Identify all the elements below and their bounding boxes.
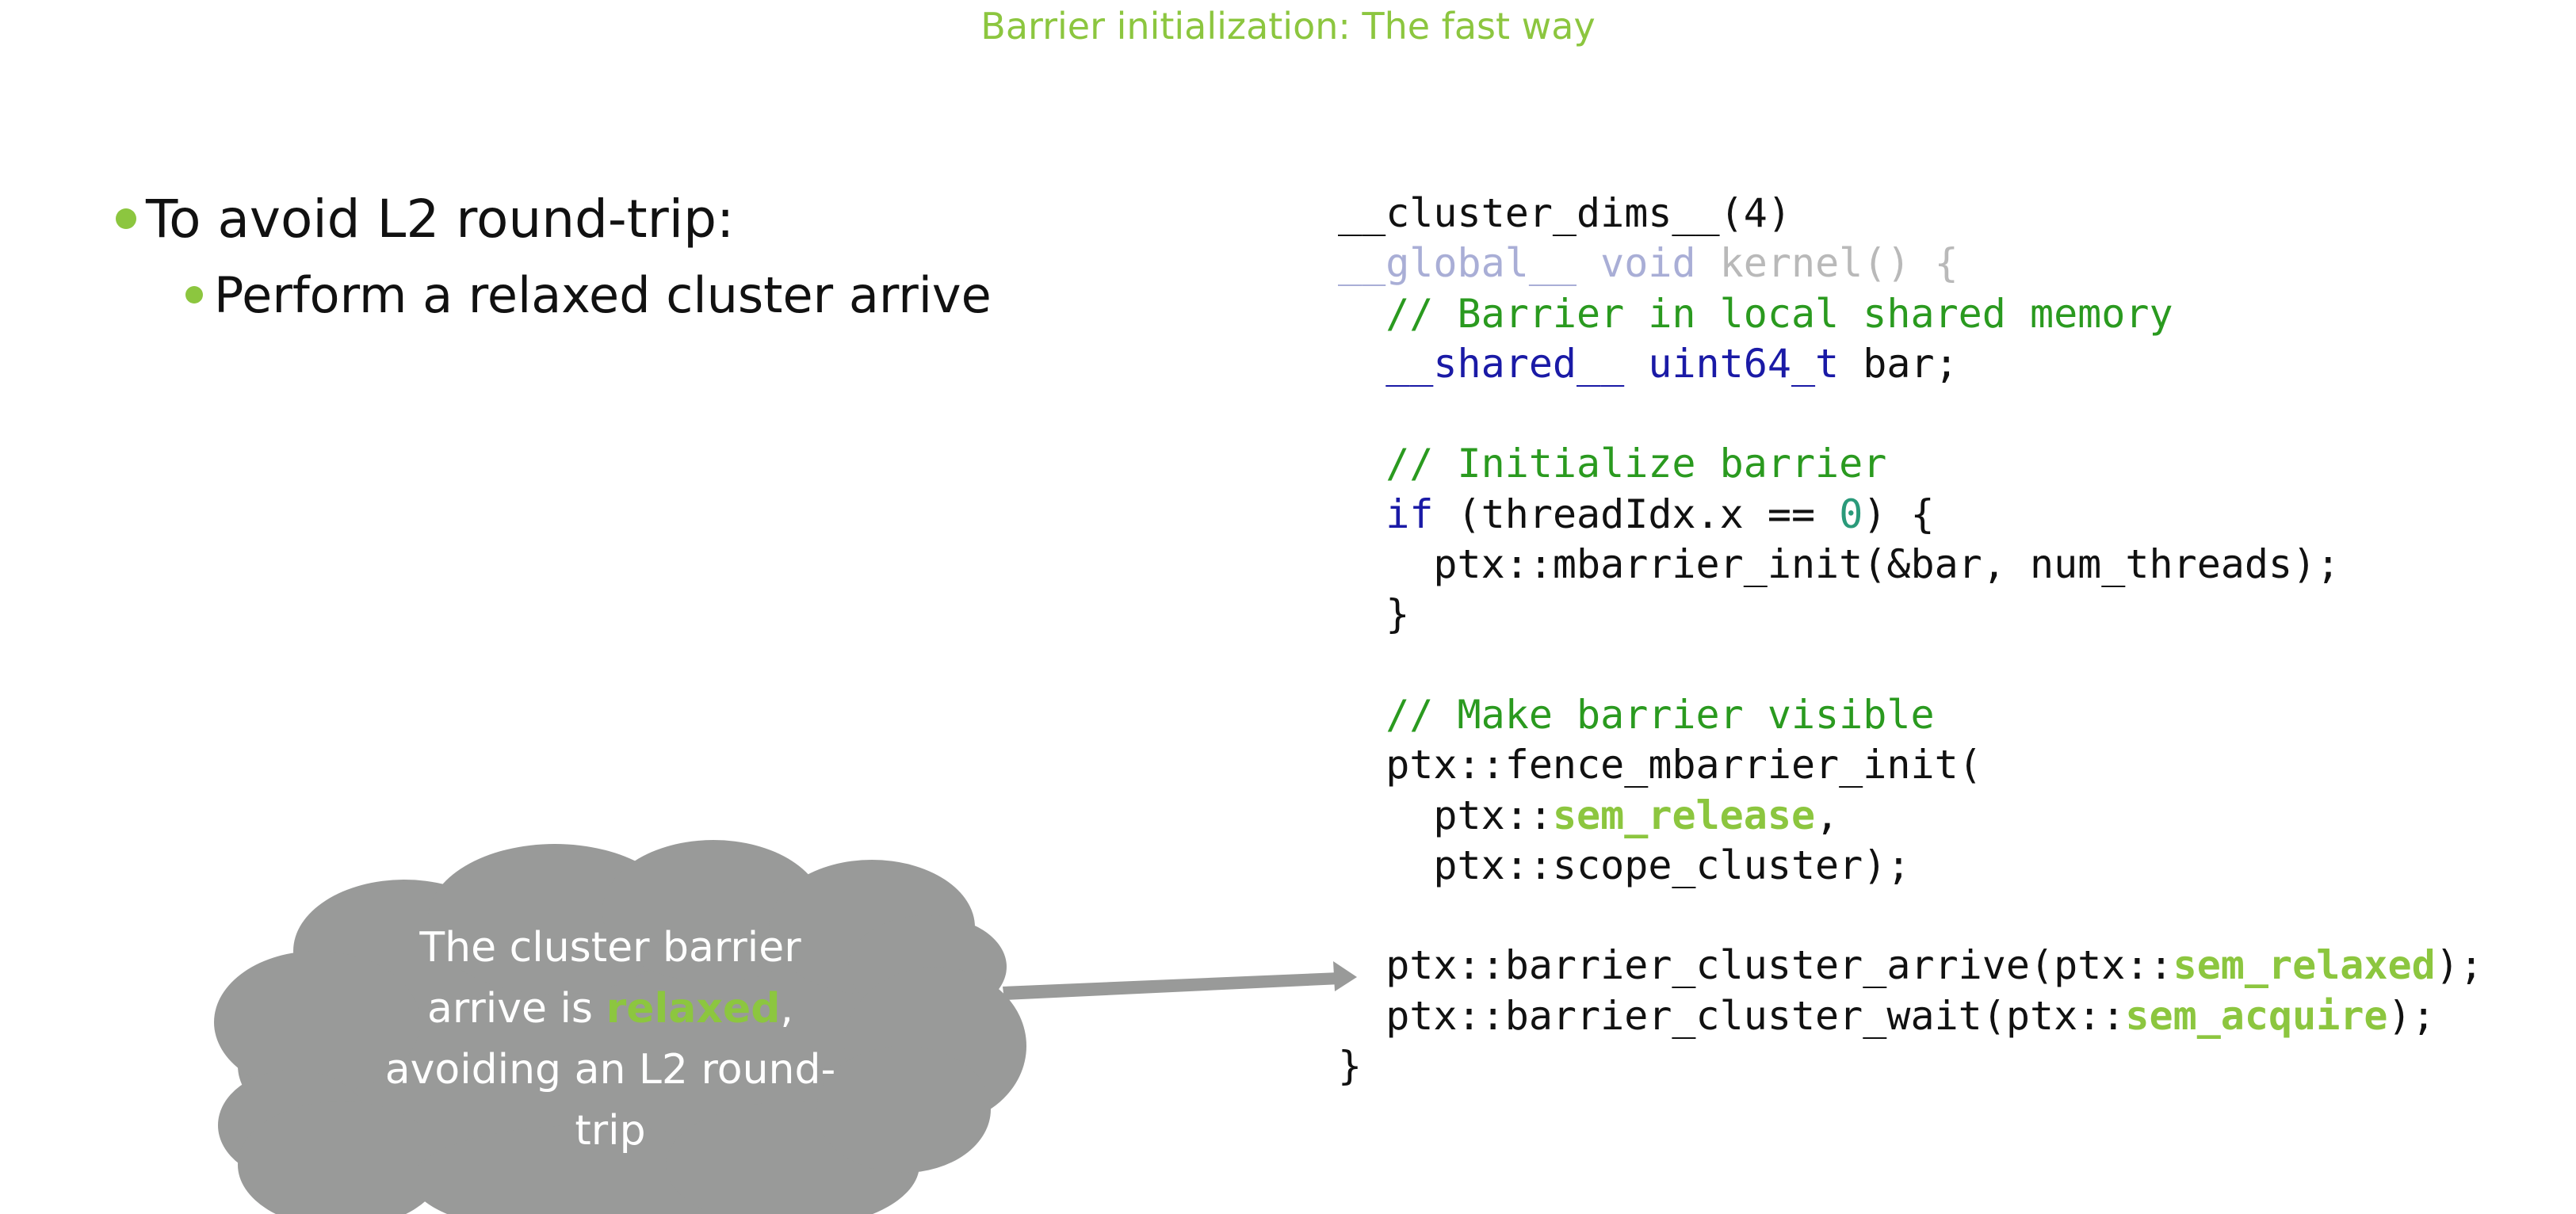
code-line: __shared__ uint64_t bar; — [1338, 339, 2483, 389]
code-token: ptx::barrier_cluster_arrive(ptx:: — [1338, 942, 2173, 989]
code-token: uint64_t — [1648, 340, 1840, 387]
callout-line: trip — [575, 1107, 646, 1155]
code-line: } — [1338, 590, 2483, 639]
code-token: // Barrier in local shared memory — [1338, 290, 2173, 337]
code-token: __global__ — [1338, 240, 1601, 287]
code-token: ); — [2435, 942, 2483, 989]
code-token: ptx::barrier_cluster_wait(ptx:: — [1338, 992, 2126, 1039]
bullet-text: Perform a relaxed cluster arrive — [214, 265, 992, 324]
code-line: __global__ void kernel() { — [1338, 239, 2483, 288]
code-token: ptx::fence_mbarrier_init( — [1338, 742, 1982, 788]
bullet-item-level1: To avoid L2 round-trip: — [116, 181, 992, 257]
code-token: sem_acquire — [2125, 992, 2388, 1039]
code-line: } — [1338, 1041, 2483, 1091]
arrow-icon — [1003, 961, 1357, 1000]
code-line: // Barrier in local shared memory — [1338, 289, 2483, 339]
code-token: ) { — [1863, 491, 1935, 537]
callout-text-segment: , — [780, 985, 793, 1033]
code-token: // Initialize barrier — [1338, 441, 1887, 487]
code-token: __shared__ — [1338, 340, 1649, 387]
code-token: } — [1338, 591, 1410, 638]
thought-cloud-shape — [214, 840, 1026, 1214]
code-token: ptx::mbarrier_init(&bar, num_threads); — [1338, 541, 2341, 588]
slide-subtitle: Barrier initialization: The fast way — [980, 5, 1596, 48]
code-token: 0 — [1839, 491, 1863, 537]
code-line: // Initialize barrier — [1338, 439, 2483, 489]
code-token: void — [1600, 240, 1720, 287]
code-token: sem_release — [1552, 792, 1816, 838]
code-token: // Make barrier visible — [1338, 691, 1935, 738]
code-line: ptx::fence_mbarrier_init( — [1338, 740, 2483, 790]
code-token: __cluster_dims__(4) — [1338, 190, 1791, 236]
callout-text: The cluster barrier arrive is relaxed, a… — [349, 918, 872, 1162]
code-token: bar; — [1839, 340, 1959, 387]
code-token: (threadIdx.x == — [1433, 491, 1840, 537]
callout-line: arrive is relaxed, — [349, 979, 872, 1040]
callout-highlight: relaxed — [606, 985, 781, 1033]
bullet-text: To avoid L2 round-trip: — [146, 188, 735, 250]
code-line: __cluster_dims__(4) — [1338, 189, 2483, 239]
bullet-dot-icon — [185, 286, 203, 304]
bullet-item-level2: Perform a relaxed cluster arrive — [185, 257, 992, 333]
code-line: if (threadIdx.x == 0) { — [1338, 490, 2483, 540]
code-line: ptx::scope_cluster); — [1338, 841, 2483, 891]
code-token: kernel() { — [1719, 240, 1959, 287]
code-line: ptx::barrier_cluster_arrive(ptx::sem_rel… — [1338, 941, 2483, 991]
code-token: , — [1815, 792, 1840, 838]
code-token: ); — [2387, 992, 2436, 1039]
code-token: ptx::scope_cluster); — [1338, 842, 1911, 888]
bullet-list: To avoid L2 round-trip: Perform a relaxe… — [116, 181, 992, 333]
code-line: ptx::mbarrier_init(&bar, num_threads); — [1338, 540, 2483, 590]
code-line: ptx::sem_release, — [1338, 791, 2483, 841]
code-block: __cluster_dims__(4)__global__ void kerne… — [1338, 189, 2483, 1091]
code-token: if — [1385, 491, 1434, 537]
callout-line: The cluster barrier — [419, 924, 801, 972]
code-token: ptx:: — [1338, 792, 1553, 838]
code-line: // Make barrier visible — [1338, 690, 2483, 740]
code-token: sem_relaxed — [2173, 942, 2436, 989]
callout-text-segment: arrive is — [427, 985, 606, 1033]
code-token: } — [1338, 1043, 1363, 1090]
callout-line: avoiding an L2 round- — [384, 1046, 836, 1094]
code-line: ptx::barrier_cluster_wait(ptx::sem_acqui… — [1338, 991, 2483, 1041]
bullet-dot-icon — [116, 208, 136, 229]
